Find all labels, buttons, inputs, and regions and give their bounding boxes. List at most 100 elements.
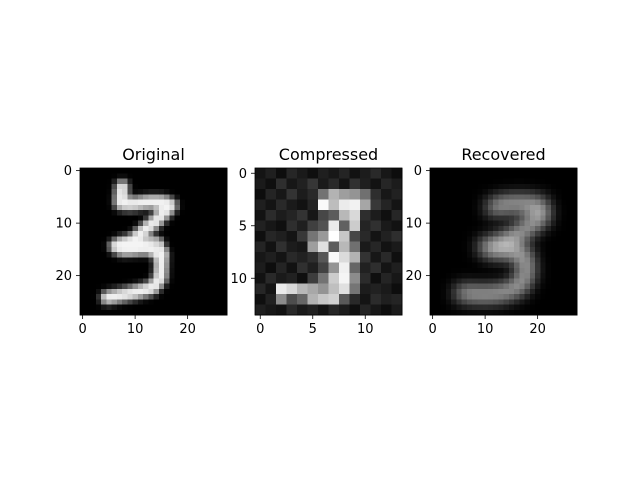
heatmap-cell bbox=[503, 288, 510, 295]
heatmap-cell bbox=[148, 168, 154, 174]
heatmap-cell bbox=[360, 262, 371, 274]
heatmap-cell bbox=[211, 204, 217, 211]
heatmap-cell bbox=[508, 278, 515, 284]
heatmap-cell bbox=[174, 262, 181, 269]
heatmap-cell bbox=[169, 294, 175, 300]
heatmap-cell bbox=[519, 199, 525, 206]
heatmap-cell bbox=[445, 215, 452, 221]
heatmap-cell bbox=[90, 215, 97, 221]
heatmap-cell bbox=[461, 210, 468, 216]
heatmap-cell bbox=[550, 204, 557, 211]
heatmap-cell bbox=[566, 189, 573, 195]
heatmap-cell bbox=[195, 283, 202, 290]
heatmap-cell bbox=[286, 168, 298, 179]
heatmap-cell bbox=[514, 204, 520, 211]
heatmap-cell bbox=[148, 241, 154, 248]
heatmap-cell bbox=[556, 236, 562, 242]
heatmap-cell bbox=[391, 283, 403, 295]
heatmap-recovered bbox=[430, 168, 578, 316]
heatmap-cell bbox=[524, 210, 531, 216]
heatmap-cell bbox=[185, 257, 191, 263]
heatmap-cell bbox=[445, 278, 452, 284]
heatmap-cell bbox=[211, 231, 217, 237]
heatmap-cell bbox=[143, 267, 149, 274]
heatmap-cell bbox=[349, 252, 361, 263]
heatmap-cell bbox=[158, 267, 165, 274]
heatmap-cell bbox=[349, 231, 361, 242]
heatmap-cell bbox=[519, 204, 525, 211]
heatmap-cell bbox=[566, 236, 573, 242]
heatmap-cell bbox=[216, 173, 223, 179]
heatmap-cell bbox=[466, 299, 473, 305]
heatmap-cell bbox=[95, 236, 102, 242]
heatmap-cell bbox=[349, 210, 361, 221]
heatmap-cell bbox=[195, 173, 202, 179]
heatmap-cell bbox=[440, 215, 447, 221]
heatmap-cell bbox=[571, 183, 578, 190]
heatmap-cell bbox=[493, 204, 499, 211]
heatmap-cell bbox=[127, 288, 133, 295]
heatmap-cell bbox=[556, 225, 562, 232]
heatmap-cell bbox=[519, 236, 525, 242]
heatmap-cell bbox=[85, 236, 91, 242]
heatmap-cell bbox=[153, 178, 160, 185]
heatmap-cell bbox=[440, 178, 447, 185]
heatmap-cell bbox=[143, 262, 149, 269]
heatmap-cell bbox=[349, 273, 361, 284]
heatmap-cell bbox=[556, 231, 562, 237]
heatmap-cell bbox=[255, 273, 266, 284]
heatmap-cell bbox=[190, 299, 196, 305]
heatmap-cell bbox=[381, 304, 392, 316]
heatmap-cell bbox=[545, 231, 552, 237]
heatmap-cell bbox=[106, 241, 112, 248]
heatmap-cell bbox=[477, 231, 483, 237]
heatmap-cell bbox=[370, 283, 382, 295]
heatmap-cell bbox=[472, 204, 478, 211]
heatmap-cell bbox=[211, 173, 217, 179]
heatmap-cell bbox=[493, 288, 499, 295]
heatmap-cell bbox=[477, 299, 483, 305]
heatmap-cell bbox=[545, 225, 552, 232]
heatmap-cell bbox=[540, 278, 546, 284]
heatmap-cell bbox=[445, 189, 452, 195]
heatmap-cell bbox=[297, 231, 308, 242]
heatmap-cell bbox=[477, 183, 483, 190]
heatmap-cell bbox=[339, 241, 350, 253]
heatmap-cell bbox=[143, 294, 149, 300]
heatmap-cell bbox=[179, 304, 186, 311]
x-tick-label: 5 bbox=[309, 322, 317, 337]
heatmap-cell bbox=[90, 194, 97, 200]
heatmap-cell bbox=[127, 273, 133, 279]
heatmap-cell bbox=[535, 294, 541, 300]
heatmap-cell bbox=[451, 246, 457, 253]
heatmap-cell bbox=[456, 210, 462, 216]
heatmap-cell bbox=[90, 309, 97, 316]
heatmap-cell bbox=[80, 283, 86, 290]
heatmap-cell bbox=[132, 194, 139, 200]
heatmap-cell bbox=[435, 204, 441, 211]
heatmap-cell bbox=[529, 225, 536, 232]
heatmap-cell bbox=[137, 194, 144, 200]
heatmap-cell bbox=[169, 273, 175, 279]
heatmap-cell bbox=[561, 194, 567, 200]
heatmap-cell bbox=[556, 178, 562, 185]
heatmap-cell bbox=[451, 278, 457, 284]
heatmap-cell bbox=[200, 183, 207, 190]
heatmap-cell bbox=[286, 210, 298, 221]
heatmap-cell bbox=[466, 168, 473, 174]
heatmap-cell bbox=[106, 168, 112, 174]
heatmap-cell bbox=[127, 283, 133, 290]
heatmap-cell bbox=[85, 288, 91, 295]
heatmap-cell bbox=[540, 267, 546, 274]
heatmap-cell bbox=[514, 252, 520, 258]
heatmap-cell bbox=[111, 189, 118, 195]
heatmap-cell bbox=[503, 252, 510, 258]
heatmap-cell bbox=[477, 225, 483, 232]
heatmap-cell bbox=[556, 204, 562, 211]
heatmap-cell bbox=[116, 225, 123, 232]
heatmap-cell bbox=[561, 278, 567, 284]
heatmap-cell bbox=[370, 220, 382, 232]
heatmap-cell bbox=[440, 183, 447, 190]
heatmap-cell bbox=[430, 267, 436, 274]
heatmap-cell bbox=[216, 204, 223, 211]
